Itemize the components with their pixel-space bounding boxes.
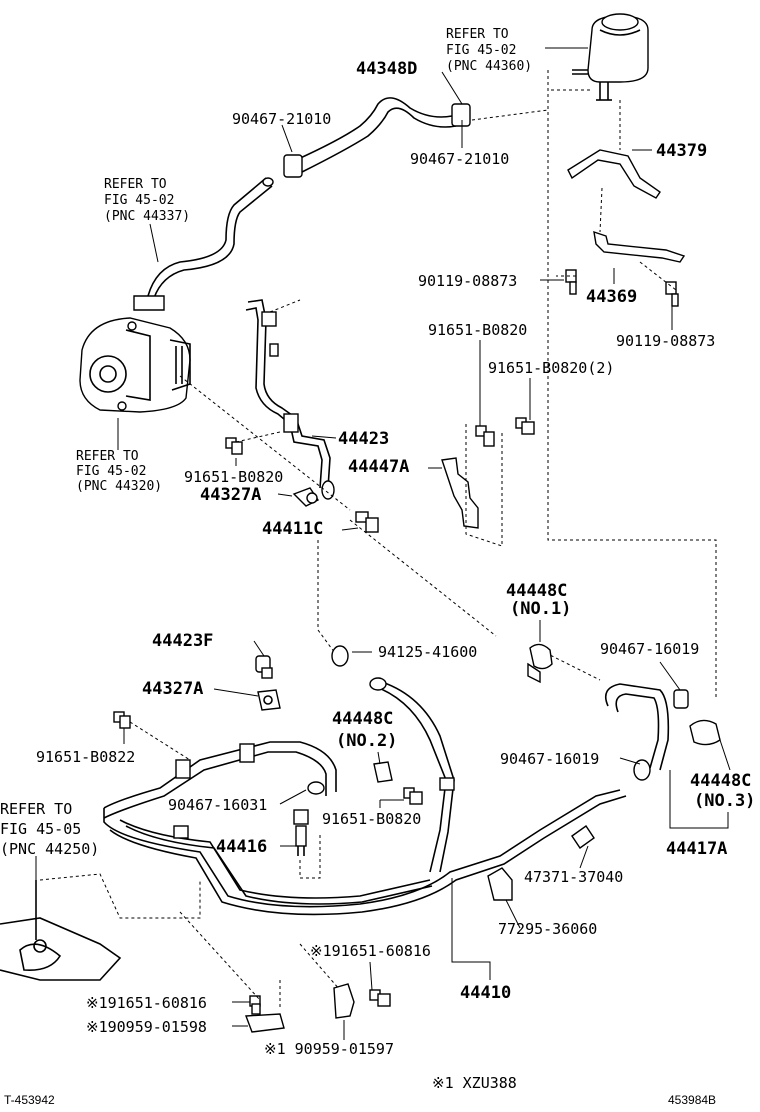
part-label-90119-08873-b: 90119-08873: [616, 332, 715, 350]
bracket-44447a: [441, 457, 479, 529]
ref-44360-line3: (PNC 44360): [446, 59, 532, 74]
bracket-44369: [593, 230, 686, 263]
ref-44250-line1: REFER TO: [0, 800, 72, 818]
clamp-44448c-no2: [373, 761, 393, 783]
ref-44337-line1: REFER TO: [104, 177, 167, 192]
part-label-90467-21010-b: 90467-21010: [410, 150, 509, 168]
bolts: [113, 269, 679, 1015]
part-label-no2: (NO.2): [336, 731, 397, 751]
ref-44250-line3: (PNC 44250): [0, 840, 99, 858]
pressure-hose: [369, 677, 455, 873]
part-label-91651-b0822: 91651-B0822: [36, 748, 135, 766]
part-label-44423: 44423: [338, 429, 389, 449]
part-label-77295-36060: 77295-36060: [498, 920, 597, 938]
ref-44320-line3: (PNC 44320): [76, 479, 162, 494]
part-label-90467-16031: 90467-16031: [168, 796, 267, 814]
reference-labels: REFER TO FIG 45-02 (PNC 44360) REFER TO …: [0, 27, 532, 858]
part-label-44417a: 44417A: [666, 839, 727, 859]
footer: T-453942 ※1 XZU388 453984B: [4, 1074, 716, 1107]
part-label-44448c-no1: 44448C: [506, 581, 567, 601]
leader-lines: [35, 47, 731, 1040]
part-label-44448c-no3: 44448C: [690, 771, 751, 791]
part-label-no3: (NO.3): [694, 791, 755, 811]
part-label-191651-60816-b: ※191651-60816: [86, 994, 207, 1012]
steering-gear: [0, 880, 122, 981]
part-label-44327a-lower: 44327A: [142, 679, 203, 699]
part-label-44369: 44369: [586, 287, 637, 307]
ref-44337-line3: (PNC 44337): [104, 209, 190, 224]
part-label-44447a: 44447A: [348, 457, 409, 477]
ref-44337-line2: FIG 45-02: [104, 193, 174, 208]
bracket-44379: [567, 149, 661, 199]
clip-90959-01598: [245, 1013, 285, 1033]
clamp-44448c-no1: [527, 643, 553, 684]
part-label-91651-b0820-2: 91651-B0820(2): [488, 359, 614, 377]
nut-94125: [331, 645, 349, 667]
power-steering-pump: [79, 317, 191, 413]
part-label-90467-16019-b: 90467-16019: [500, 750, 599, 768]
part-label-91651-b0820-c: 91651-B0820: [322, 810, 421, 828]
part-label-44410: 44410: [460, 983, 511, 1003]
footer-left-code: T-453942: [4, 1093, 55, 1107]
part-label-44379: 44379: [656, 141, 707, 161]
hose-44348d: [283, 97, 471, 178]
ref-44320-line2: FIG 45-02: [76, 464, 146, 479]
ref-44360-line1: REFER TO: [446, 27, 509, 42]
ref-44360-line2: FIG 45-02: [446, 43, 516, 58]
part-label-47371-37040: 47371-37040: [524, 868, 623, 886]
footer-note: ※1 XZU388: [432, 1074, 517, 1092]
clamp-90467-16031: [307, 781, 325, 795]
footer-right-code: 453984B: [668, 1093, 716, 1107]
part-label-no1: (NO.1): [510, 599, 571, 619]
part-label-90119-08873-a: 90119-08873: [418, 272, 517, 290]
part-label-44348d: 44348D: [356, 59, 417, 79]
fitting-44423f: [255, 655, 273, 679]
part-label-190959-01598: ※190959-01598: [86, 1018, 207, 1036]
clamp-44327a-lower: [257, 689, 281, 711]
clip-90959-01597: [333, 983, 355, 1019]
pipe-44423: [245, 299, 335, 500]
reference-lines: [39, 70, 717, 1010]
part-label-44423f: 44423F: [152, 631, 213, 651]
sensor-44416: [293, 809, 309, 856]
part-label-44416: 44416: [216, 837, 267, 857]
reservoir-tank: [572, 13, 649, 101]
pipe-44337: [133, 177, 274, 311]
part-label-44448c-no2: 44448C: [332, 709, 393, 729]
part-label-90467-16019-a: 90467-16019: [600, 640, 699, 658]
part-label-91651-b0820-a: 91651-B0820: [428, 321, 527, 339]
part-labels: 44348D 90467-21010 90467-21010 44379 901…: [36, 59, 755, 1058]
ref-44250-line2: FIG 45-05: [0, 820, 81, 838]
part-label-90467-21010-a: 90467-21010: [232, 110, 331, 128]
pipe-44410: [103, 741, 627, 916]
part-label-190959-01597: ※1 90959-01597: [264, 1040, 394, 1058]
ref-44320-line1: REFER TO: [76, 449, 139, 464]
part-label-91651-b0820-b: 91651-B0820: [184, 468, 283, 486]
clamp-44327a-upper: [292, 487, 320, 507]
part-label-44411c: 44411C: [262, 519, 323, 539]
part-label-44327a-upper: 44327A: [200, 485, 261, 505]
part-label-94125-41600: 94125-41600: [378, 643, 477, 661]
part-label-191651-60816-a: ※191651-60816: [310, 942, 431, 960]
hose-44417a: [604, 683, 721, 781]
